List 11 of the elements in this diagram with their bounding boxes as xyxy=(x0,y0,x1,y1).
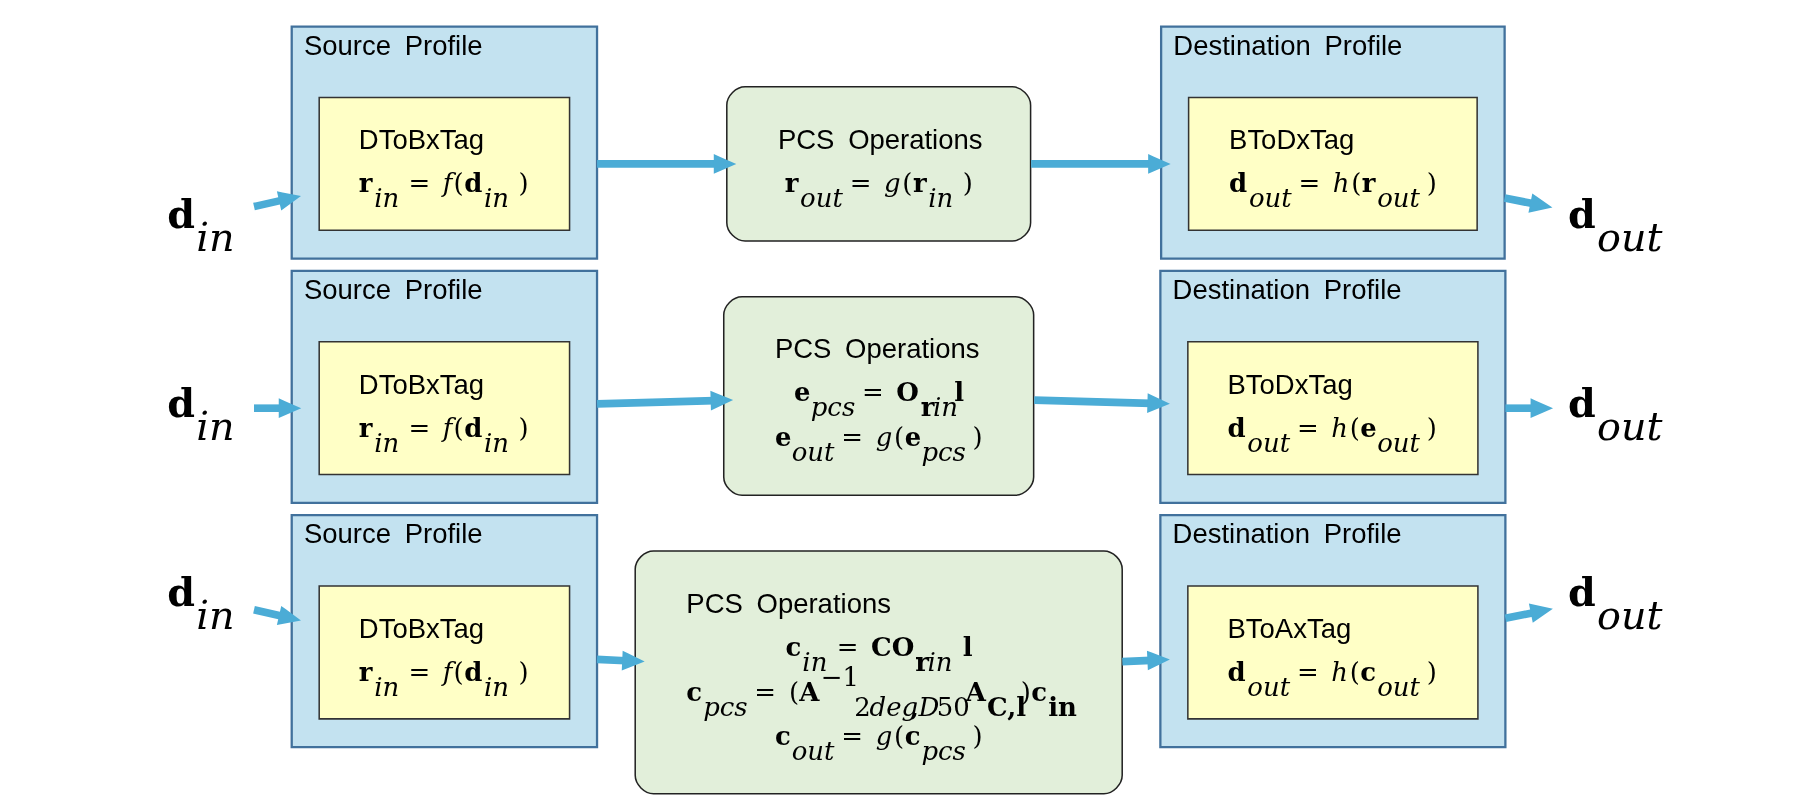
arrow xyxy=(596,390,733,411)
arrow xyxy=(252,605,301,626)
arrow xyxy=(1121,650,1170,671)
arrow xyxy=(1504,603,1553,623)
arrow xyxy=(596,650,645,671)
arrow xyxy=(252,191,301,211)
arrow xyxy=(1030,154,1171,174)
arrow xyxy=(1504,398,1553,419)
arrow xyxy=(596,154,736,174)
arrow xyxy=(1503,193,1552,213)
arrow xyxy=(1033,393,1170,414)
